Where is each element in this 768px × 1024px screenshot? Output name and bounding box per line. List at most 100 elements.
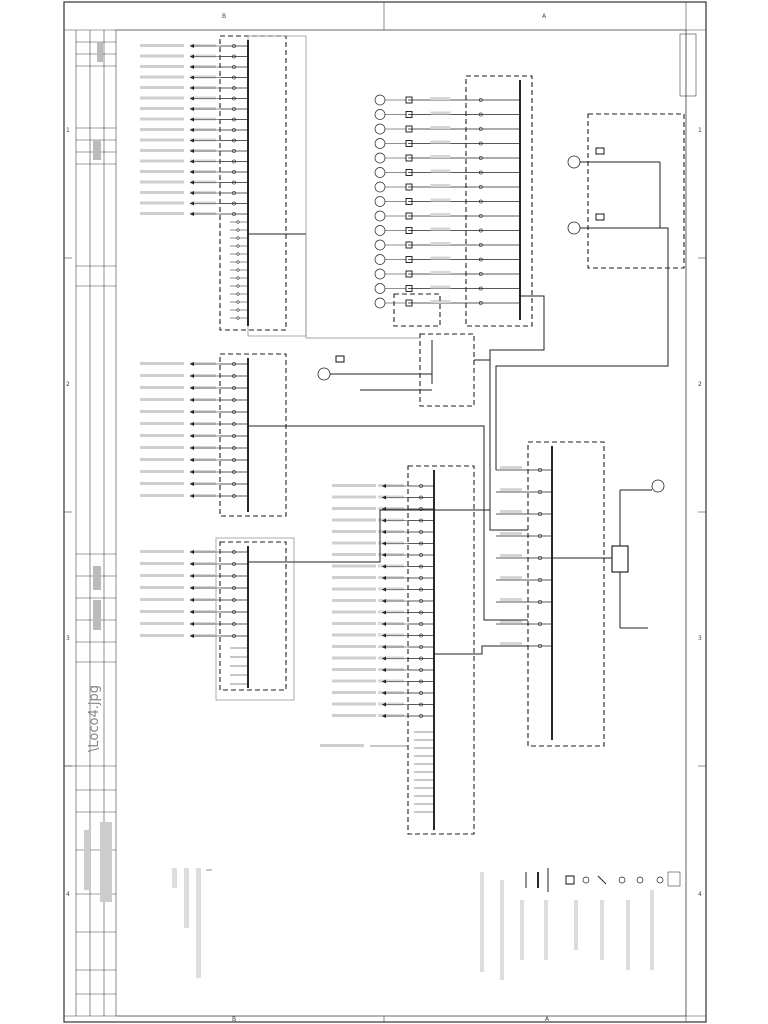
panel-5 [374,75,533,327]
symbol-legend [480,868,681,980]
panel-1-spare-way [230,292,248,296]
panel-1-feeders [140,44,248,320]
panel-4-feeder [332,484,434,488]
panel-1-spare-way [230,316,248,320]
panel-2-feeder [140,458,248,462]
main-switchboard-feeder [496,510,552,517]
grid-letter-bottom-b: B [232,1016,236,1023]
panel-3-feeder [140,622,248,626]
panel-1-spare-way [230,300,248,304]
panel-4-feeder [332,668,434,672]
panel-4-feeder [332,530,434,534]
panel-2-feeder [140,482,248,486]
main-switchboard-feeder [496,576,552,583]
panel-1-feeder [140,86,248,90]
panel-4 [320,465,482,835]
panel-4-feeder [332,645,434,649]
panel-4-feeder [332,553,434,557]
panel-5-motor-feeder [374,239,520,251]
sheet-id-box [679,33,697,97]
panel-1-spare-way [230,220,248,224]
panel-5-motor-feeder [374,254,520,265]
panel-3-feeder [140,598,248,602]
panel-2-feeder [140,422,248,426]
interconnect-cables [248,227,669,655]
inner-frame [115,29,687,1017]
grid-number-left-3: 3 [66,635,70,642]
panel-1-feeder [140,96,248,101]
panel-1-feeder [140,191,248,195]
panel-2 [140,353,287,517]
grid-number-right-2: 2 [698,381,702,388]
panel-1-feeder [140,201,248,206]
main-switchboard-feeders [496,466,552,649]
panel-5-motor-feeder [374,123,520,135]
panel-5-motor-feeder [374,167,520,178]
panel-1-spare-way [230,244,248,248]
panel-4-feeder [332,599,434,603]
panel-6 [317,333,475,407]
panel-5-motor-feeder [374,181,520,193]
panel-2-feeders [140,362,248,498]
panel-3-feeder [140,574,248,578]
outer-frame [63,1,707,1023]
panel-4-feeder [332,656,434,661]
panel-4-feeder [332,518,434,523]
grid-number-left-2: 2 [66,381,70,388]
panel-4-feeder [332,702,434,707]
panel-1-feeder [140,117,248,122]
panel-4-feeder [332,541,434,546]
title-block [64,30,116,1016]
panel-7 [567,113,685,269]
panel-5-motor-feeder [374,196,520,207]
panel-1-feeder [140,180,248,185]
panel-5-motor-feeder [374,268,520,280]
grid-letter-top-b: B [222,13,226,20]
panel-2-feeder [140,386,248,390]
panel-4-feeder [332,587,434,592]
panel-1-feeder [140,170,248,174]
panel-4-feeders [320,484,434,813]
panel-1-spare-way [230,268,248,272]
panel-1-spare-way [230,236,248,240]
grid-letter-top-a: A [542,13,547,20]
panel-4-feeder [332,495,434,500]
panel-1-spare-way [230,276,248,280]
panel-2-feeder [140,494,248,498]
panel-5-motor-feeder [374,152,520,164]
panel-4-feeder [332,610,434,615]
panel-5-motor-feeder [374,138,520,149]
panel-5-motor-feeder [374,283,520,294]
panel-1-spare-way [230,252,248,256]
general-notes [172,868,212,978]
panel-1-feeder [140,75,248,80]
panel-5-motor-feeder [374,210,520,222]
panel-2-feeder [140,374,248,378]
panel-1-feeder [140,44,248,48]
panel-1-spare-way [230,228,248,232]
filename-label: \Loco4.jpg [87,685,102,752]
panel-5-feeders [374,94,520,309]
panel-1-feeder [140,159,248,164]
panel-5-motor-feeder [374,225,520,236]
panel-2-feeder [140,410,248,414]
panel-1-spare-way [230,284,248,288]
zone-ticks [64,257,706,767]
main-switchboard-feeder [496,488,552,495]
grid-letter-bottom-a: A [545,1016,550,1023]
panel-2-feeder [140,434,248,438]
panel-1-feeder [140,149,248,153]
grid-number-left-4: 4 [66,891,70,898]
panel-1-spare-way [230,308,248,312]
panel-1-feeder [140,107,248,111]
panel-4-feeder [332,679,434,684]
panel-2-feeder [140,470,248,474]
main-switchboard [496,441,665,747]
panel-4-feeder [332,622,434,626]
panel-4-feeder [332,576,434,580]
panel-3-feeders [140,550,248,685]
panel-1-feeder [140,138,248,143]
main-switchboard-feeder [496,620,552,627]
panel-3-feeder [140,634,248,638]
